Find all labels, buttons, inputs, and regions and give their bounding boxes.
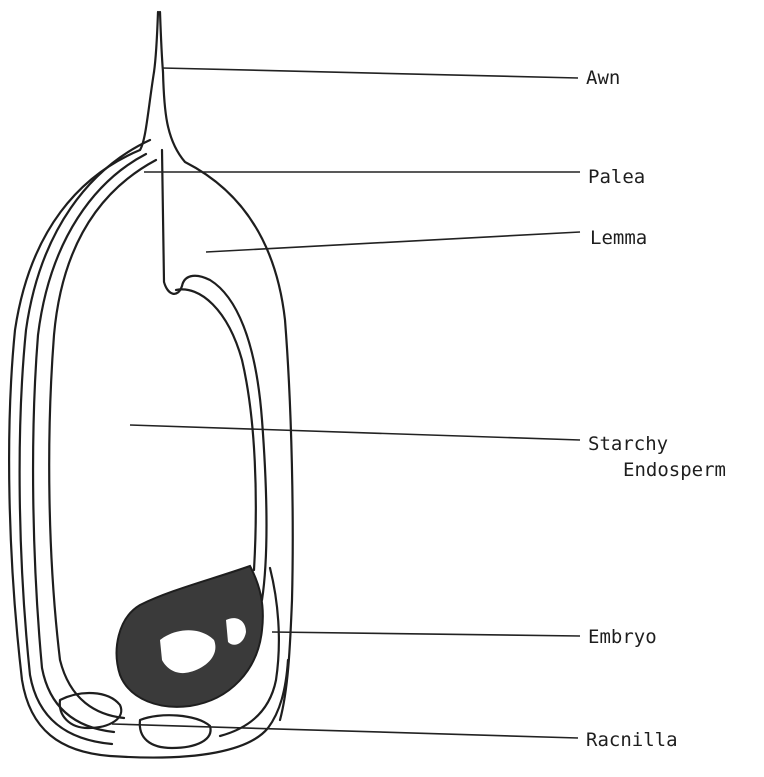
label-awn: Awn	[586, 67, 620, 89]
label-rachilla: Racnilla	[586, 729, 678, 751]
label-endosperm: Endosperm	[623, 459, 726, 481]
awn-bristle	[154, 12, 163, 72]
embryo-leader	[272, 632, 580, 636]
label-palea: Palea	[588, 166, 645, 188]
label-embryo: Embryo	[588, 626, 657, 648]
lemma-leader	[206, 232, 580, 252]
rachilla-leader	[112, 724, 578, 738]
kernel-boundary-inner	[176, 289, 256, 570]
awn-leader	[162, 68, 578, 78]
rachilla-shape	[60, 693, 121, 728]
rachilla-base	[140, 715, 211, 748]
starchy-leader	[130, 425, 580, 440]
label-starchy: Starchy	[588, 433, 668, 455]
label-lemma: Lemma	[590, 227, 647, 249]
